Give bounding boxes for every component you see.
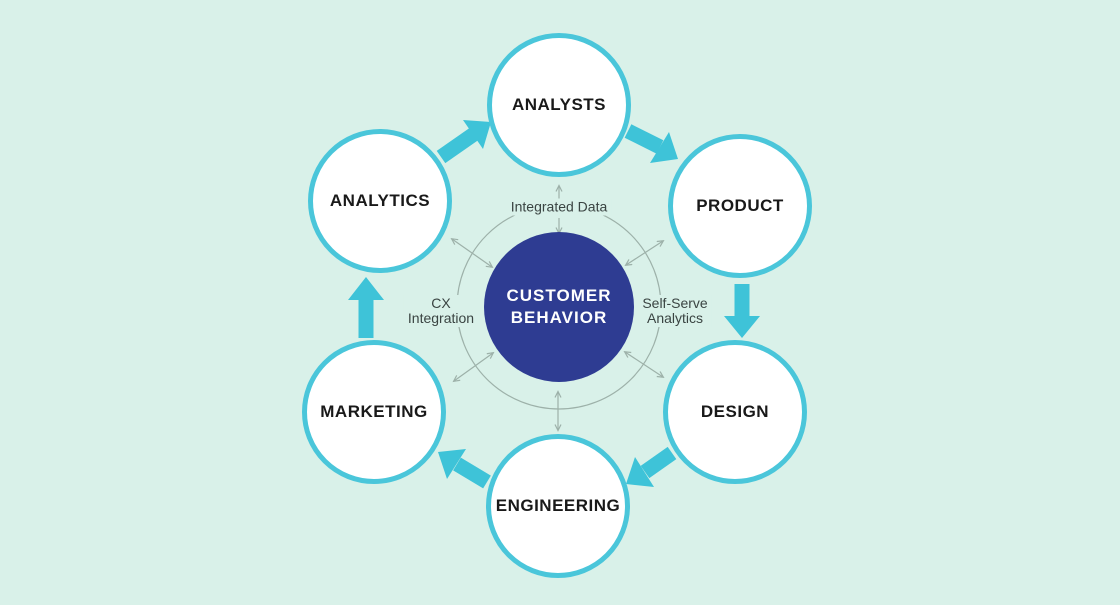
exchange-arrow-sw — [454, 353, 493, 381]
flow-arrow-analytics-to-analysts — [436, 120, 491, 164]
spoke-label-line1: CX — [431, 295, 451, 311]
flow-arrow-analysts-to-product — [624, 124, 678, 163]
node-analytics: ANALYTICS — [308, 129, 452, 273]
flow-arrow-engineering-to-marketing — [438, 449, 491, 489]
node-engineering: ENGINEERING — [486, 434, 630, 578]
center-circle-customer-behavior: CUSTOMER BEHAVIOR — [484, 232, 634, 382]
spoke-label-cx-integration: CX Integration — [403, 295, 479, 327]
spoke-label-line1: Self-Serve — [642, 295, 708, 311]
flow-arrows — [348, 120, 760, 489]
spoke-label-self-serve-analytics: Self-Serve Analytics — [638, 295, 712, 327]
spoke-label-integrated-data: Integrated Data — [506, 198, 612, 216]
flow-arrow-design-to-engineering — [626, 446, 677, 487]
node-label: PRODUCT — [696, 196, 784, 215]
node-label: DESIGN — [700, 402, 770, 421]
node-product: PRODUCT — [668, 134, 812, 278]
spoke-label-line2: Integration — [407, 310, 475, 326]
center-label-line1: CUSTOMER — [506, 286, 612, 305]
flow-arrow-marketing-to-analytics — [348, 277, 384, 338]
exchange-arrows — [452, 186, 663, 430]
exchange-arrow-ne — [626, 241, 663, 265]
node-analysts: ANALYSTS — [487, 33, 631, 177]
node-design: DESIGN — [663, 340, 807, 484]
spoke-label-text: Integrated Data — [510, 198, 608, 215]
flow-arrow-product-to-design — [724, 284, 760, 338]
exchange-arrow-se — [625, 352, 663, 377]
node-label: MARKETING — [320, 402, 428, 421]
center-label-line2: BEHAVIOR — [510, 308, 608, 327]
exchange-arrow-nw — [452, 239, 492, 267]
node-label: ENGINEERING — [495, 496, 621, 515]
spoke-label-line2: Analytics — [646, 310, 704, 326]
node-label: ANALYTICS — [329, 191, 431, 210]
node-label: ANALYSTS — [511, 95, 607, 114]
node-marketing: MARKETING — [302, 340, 446, 484]
